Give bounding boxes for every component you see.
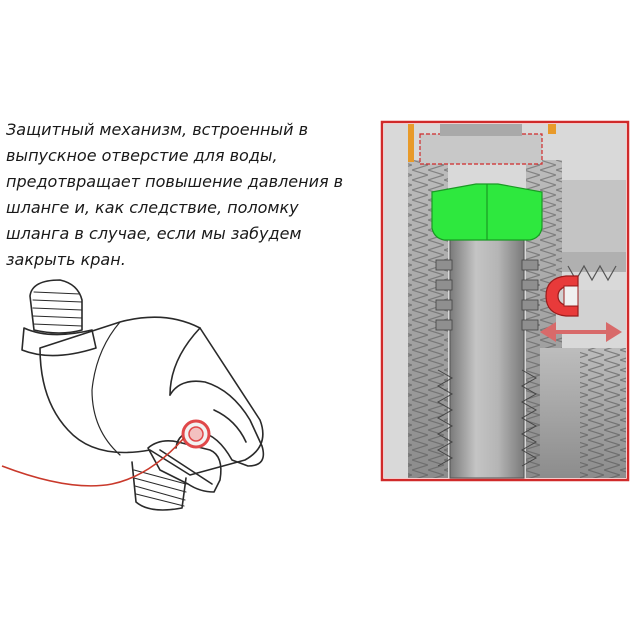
shower-holder-illustration (1, 279, 265, 511)
top-thread (29, 279, 83, 334)
double-arrow-icon (540, 322, 622, 342)
brass-edge-left (408, 124, 414, 162)
pointer-line (1, 437, 185, 487)
brass-edge-right (548, 124, 556, 134)
red-frame (380, 120, 630, 482)
clip (169, 380, 265, 467)
caption-text: Защитный механизм, встроенный в выпускно… (6, 120, 344, 269)
holder-body (39, 316, 264, 476)
cross-section-illustration (380, 120, 630, 482)
bottom-thread (131, 461, 187, 511)
